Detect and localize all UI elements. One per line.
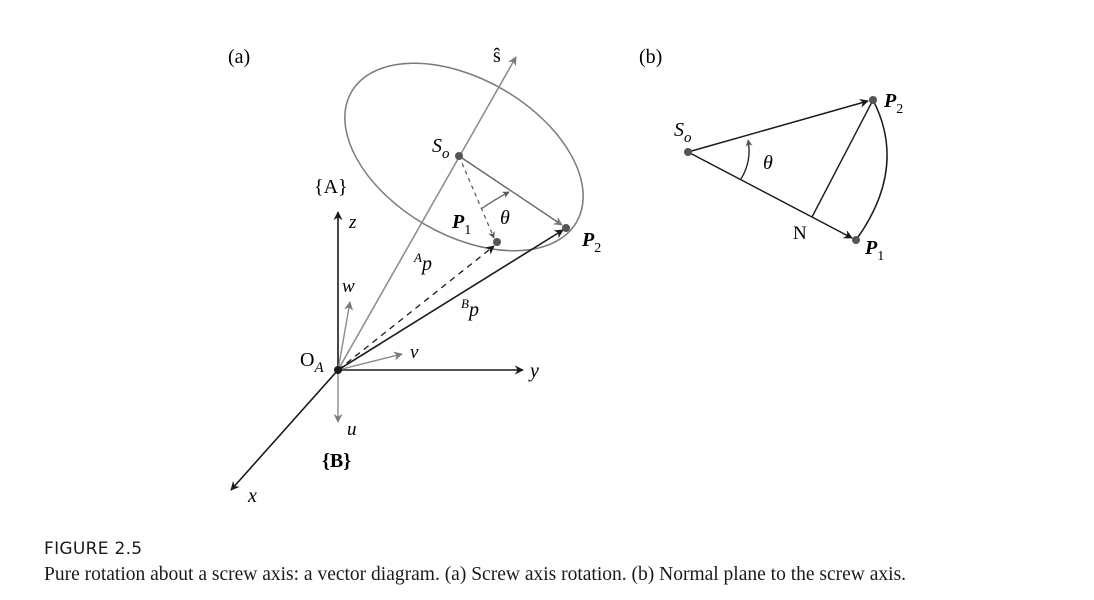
so-label-a: So <box>432 135 450 162</box>
panel-b: (b) So θ N P2 P1 <box>639 46 903 264</box>
w-label: w <box>342 276 355 297</box>
figure-caption-title: FIGURE 2.5 <box>44 539 143 559</box>
so-p2-line-b <box>687 98 869 153</box>
theta-label-a: θ <box>500 207 510 229</box>
x-label: x <box>247 485 257 507</box>
point-p1 <box>493 238 501 246</box>
n-p2-line <box>811 99 874 218</box>
point-p2-b <box>869 96 877 104</box>
x-axis <box>230 369 339 491</box>
panel-a-label: (a) <box>228 46 250 68</box>
ap-vector <box>337 245 495 371</box>
p1-label-b: P1 <box>864 237 884 264</box>
v-label: v <box>410 342 419 363</box>
theta-arc-a <box>480 191 510 210</box>
arc-p1-p2 <box>855 99 888 241</box>
point-p1-b <box>852 236 860 244</box>
origin-label: OA <box>300 349 324 376</box>
u-label: u <box>347 419 357 440</box>
panel-b-label: (b) <box>639 46 662 68</box>
point-p2 <box>562 224 570 232</box>
so-p1-dashed <box>458 155 495 239</box>
frame-a-label: {A} <box>314 176 348 198</box>
screw-axis-line <box>337 56 517 371</box>
s-hat-label: ŝ <box>493 45 501 67</box>
theta-label-b: θ <box>763 152 773 174</box>
bp-vector <box>337 229 564 371</box>
so-p2-line <box>458 155 563 226</box>
figure-caption-text: Pure rotation about a screw axis: a vect… <box>44 564 907 585</box>
v-axis <box>337 351 403 371</box>
p2-label-b: P2 <box>883 90 903 117</box>
y-label: y <box>528 360 539 382</box>
point-origin <box>334 366 342 374</box>
p1-label-a: P1 <box>451 211 471 238</box>
p2-label-a: P2 <box>581 229 601 256</box>
theta-arc-b <box>740 139 753 180</box>
panel-a: (a) ŝ So {A} z w OA v <box>228 45 601 507</box>
rotation-circle <box>344 62 584 252</box>
bp-label: Bp <box>461 296 479 321</box>
so-p1-line-b <box>687 151 853 239</box>
w-axis <box>337 301 354 371</box>
z-label: z <box>348 212 357 233</box>
frame-b-label: {B} <box>322 450 351 472</box>
point-so <box>455 152 463 160</box>
n-label: N <box>793 223 807 244</box>
point-so-b <box>684 148 692 156</box>
so-label-b: So <box>674 119 692 146</box>
ap-label: Ap <box>413 250 432 275</box>
